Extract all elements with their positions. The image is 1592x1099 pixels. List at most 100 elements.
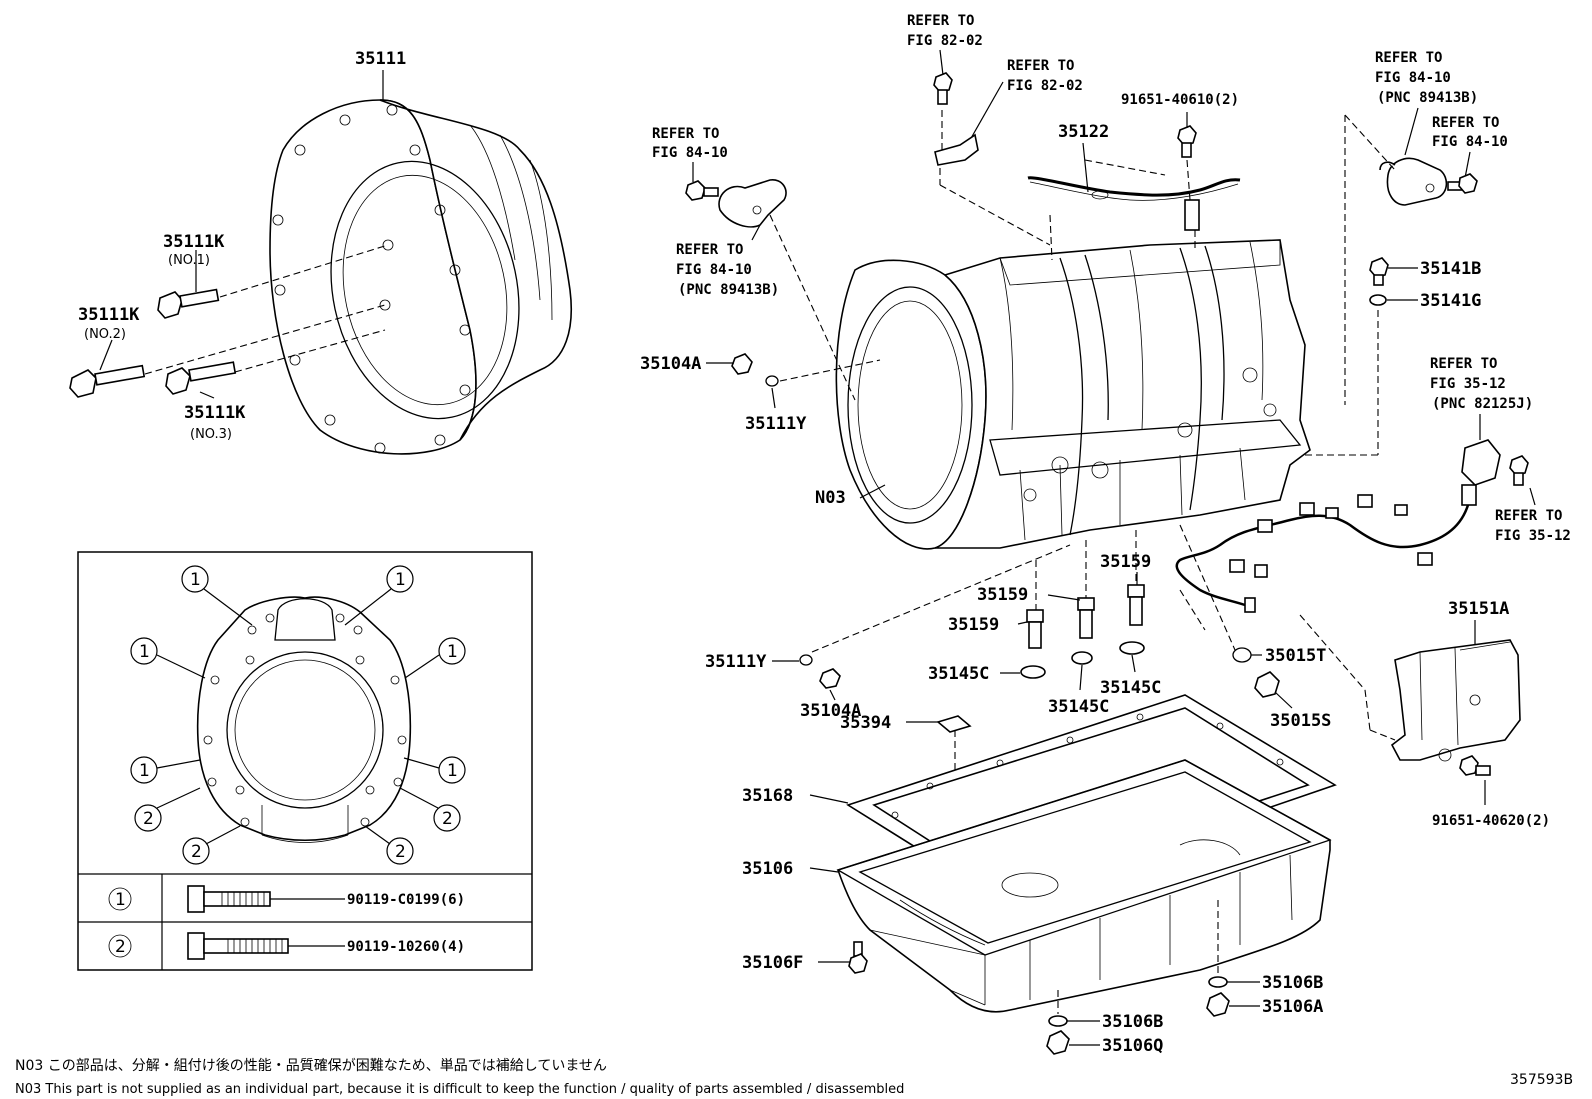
speed-sensor-icon bbox=[718, 179, 787, 228]
bolt-icon bbox=[1459, 755, 1491, 776]
o-ring-icon bbox=[799, 654, 813, 666]
svg-text:2: 2 bbox=[191, 842, 202, 862]
reference-text: REFER TO bbox=[1375, 50, 1442, 66]
reference-text: FIG 84-10 bbox=[676, 262, 752, 278]
washer-icon bbox=[1369, 294, 1387, 306]
reference-text: (PNC 89413B) bbox=[1377, 90, 1478, 106]
part-sublabel-no2: (NO.2) bbox=[84, 327, 126, 342]
part-label-35106q: 35106Q bbox=[1102, 1036, 1163, 1056]
part-label-35159: 35159 bbox=[1100, 552, 1151, 572]
part-label-35106: 35106 bbox=[742, 859, 793, 879]
part-label-91651-40610: 91651-40610(2) bbox=[1121, 92, 1239, 108]
svg-text:2: 2 bbox=[143, 809, 154, 829]
footnote-english: N03 This part is not supplied as an indi… bbox=[15, 1082, 904, 1097]
drain-plug-icon bbox=[1206, 992, 1230, 1017]
drain-plug-icon bbox=[1046, 1030, 1070, 1055]
part-label-35151a: 35151A bbox=[1448, 599, 1509, 619]
bolt-icon bbox=[1369, 257, 1389, 286]
part-label-35159: 35159 bbox=[948, 615, 999, 635]
bolt-icon bbox=[848, 941, 868, 974]
bolt-icon bbox=[1177, 125, 1197, 158]
transmission-assembly-n03-drawing bbox=[835, 239, 1311, 550]
washer-icon bbox=[1020, 665, 1046, 679]
bolt-icon bbox=[165, 361, 237, 395]
bolt-location-inset bbox=[77, 551, 533, 971]
reference-text: REFER TO bbox=[676, 242, 743, 258]
part-label-35394: 35394 bbox=[840, 713, 891, 733]
part-label-35159: 35159 bbox=[977, 585, 1028, 605]
part-label-n03: N03 bbox=[815, 488, 846, 508]
part-label-35106b: 35106B bbox=[1102, 1012, 1163, 1032]
part-label-35106a: 35106A bbox=[1262, 997, 1323, 1017]
reference-text: FIG 35-12 bbox=[1495, 528, 1571, 544]
part-label-35104a-bottom: 35104A bbox=[800, 701, 861, 721]
bolt-icon bbox=[1509, 455, 1529, 486]
reference-text: FIG 84-10 bbox=[1432, 134, 1508, 150]
bolt-icon bbox=[69, 364, 146, 398]
part-label-35104a-top: 35104A bbox=[640, 354, 701, 374]
svg-text:1: 1 bbox=[447, 642, 458, 662]
part-label-35141g: 35141G bbox=[1420, 291, 1481, 311]
solenoid-plug-icon bbox=[1077, 597, 1095, 639]
inset-table-row: 1 90119-C0199(6) bbox=[108, 885, 465, 913]
svg-text:1: 1 bbox=[190, 570, 201, 590]
magnet-icon bbox=[936, 715, 972, 733]
part-label-35015t: 35015T bbox=[1265, 646, 1326, 666]
svg-text:2: 2 bbox=[395, 842, 406, 862]
svg-text:1: 1 bbox=[115, 890, 126, 910]
part-sublabel-no3: (NO.3) bbox=[190, 427, 232, 442]
reference-text: REFER TO bbox=[652, 126, 719, 142]
reference-text: REFER TO bbox=[1495, 508, 1562, 524]
protector-icon bbox=[1390, 639, 1521, 762]
reference-text: FIG 35-12 bbox=[1430, 376, 1506, 392]
transmission-housing-35111-drawing bbox=[269, 99, 572, 455]
part-label-35111k-no1: 35111K bbox=[163, 232, 225, 252]
o-ring-icon bbox=[765, 375, 779, 387]
part-label-35111: 35111 bbox=[355, 49, 406, 69]
svg-text:2: 2 bbox=[115, 937, 126, 957]
inset-callouts: 1 1 1 1 1 1 2 2 2 2 bbox=[130, 565, 466, 865]
wire-harness-icon bbox=[1175, 494, 1470, 613]
reference-text: REFER TO bbox=[907, 13, 974, 29]
reference-text: FIG 84-10 bbox=[1375, 70, 1451, 86]
drain-plug-icon bbox=[1254, 671, 1280, 698]
reference-text: FIG 84-10 bbox=[652, 145, 728, 161]
washer-icon bbox=[1119, 641, 1145, 655]
inset-part-number: 90119-C0199(6) bbox=[347, 892, 465, 908]
part-label-91651-40620: 91651-40620(2) bbox=[1432, 813, 1550, 829]
svg-text:1: 1 bbox=[395, 570, 406, 590]
part-label-35106f: 35106F bbox=[742, 953, 803, 973]
washer-icon bbox=[1208, 976, 1228, 988]
reference-text: REFER TO bbox=[1432, 115, 1499, 131]
solenoid-plug-icon bbox=[1026, 609, 1044, 649]
part-label-35111k-no3: 35111K bbox=[184, 403, 246, 423]
reference-text: REFER TO bbox=[1007, 58, 1074, 74]
part-sublabel-no1: (NO.1) bbox=[168, 253, 210, 268]
part-label-35106b: 35106B bbox=[1262, 973, 1323, 993]
part-label-35122: 35122 bbox=[1058, 122, 1109, 142]
oil-pan-icon bbox=[836, 759, 1332, 1013]
bolt-icon bbox=[933, 72, 953, 105]
o-ring-icon bbox=[1232, 647, 1252, 663]
part-label-35111y-top: 35111Y bbox=[745, 414, 807, 434]
part-label-35145c: 35145C bbox=[928, 664, 989, 684]
svg-text:2: 2 bbox=[442, 809, 453, 829]
reference-text: (PNC 82125J) bbox=[1432, 396, 1533, 412]
washer-icon bbox=[1048, 1015, 1068, 1027]
reference-text: REFER TO bbox=[1430, 356, 1497, 372]
reference-text: (PNC 89413B) bbox=[678, 282, 779, 298]
plug-icon bbox=[731, 353, 753, 375]
inset-part-number: 90119-10260(4) bbox=[347, 939, 465, 955]
part-label-35141b: 35141B bbox=[1420, 259, 1481, 279]
speed-sensor-icon bbox=[1461, 439, 1501, 506]
illustration-number: 357593B bbox=[1510, 1072, 1573, 1088]
oil-pipe-icon bbox=[1027, 176, 1241, 197]
bracket-icon bbox=[934, 133, 979, 166]
part-label-35168: 35168 bbox=[742, 786, 793, 806]
bolt-icon bbox=[685, 180, 719, 201]
solenoid-plug-icon bbox=[1127, 584, 1145, 626]
washer-icon bbox=[1071, 651, 1093, 665]
bolt-icon bbox=[1447, 173, 1478, 194]
svg-text:1: 1 bbox=[139, 761, 150, 781]
